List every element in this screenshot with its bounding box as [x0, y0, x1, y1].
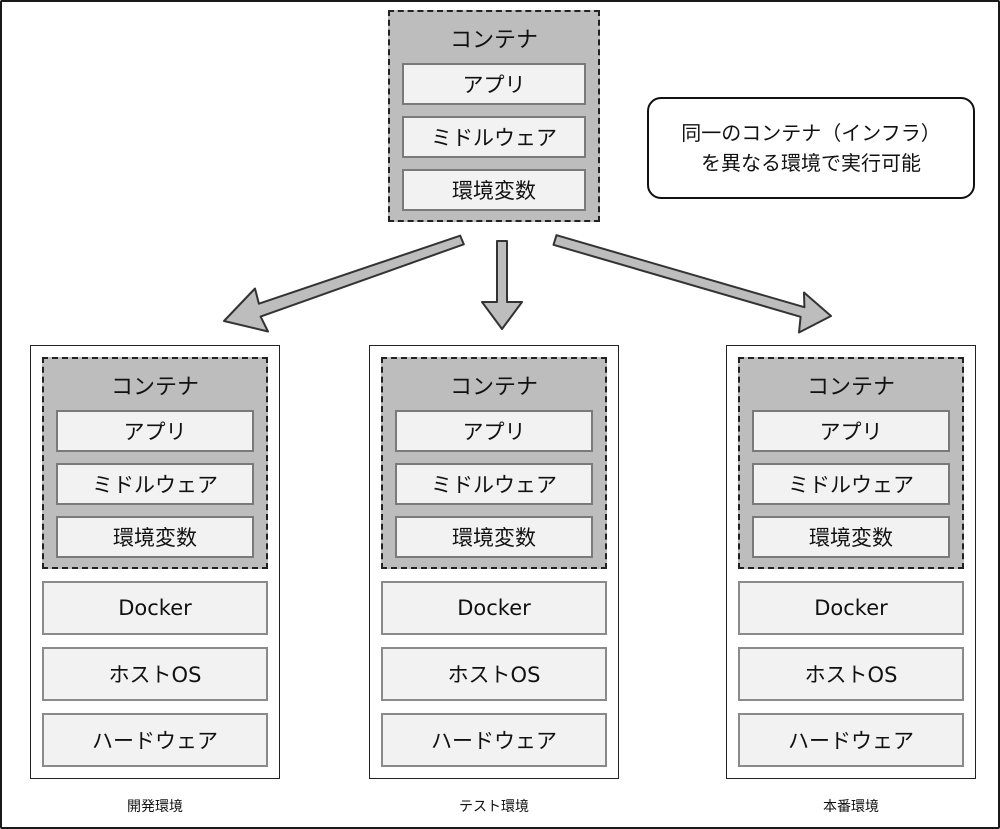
prod-layer-middleware: ミドルウェア: [752, 463, 950, 505]
env-label-test: テスト環境: [459, 799, 529, 815]
note-line-2: を異なる環境で実行可能: [701, 151, 921, 175]
dev-host-docker: Docker: [42, 581, 268, 635]
arrow-to-prod: [552, 234, 832, 334]
dev-layer-env-vars: 環境変数: [56, 516, 254, 558]
prod-host-os: ホストOS: [738, 647, 964, 701]
arrow-to-dev: [223, 234, 465, 333]
test-layer-env-vars: 環境変数: [395, 516, 593, 558]
dev-layer-middleware: ミドルウェア: [56, 463, 254, 505]
prod-layer-env-vars: 環境変数: [752, 516, 950, 558]
env-label-prod: 本番環境: [823, 799, 879, 815]
arrow-to-test: [481, 240, 523, 330]
test-container: コンテナ アプリ ミドルウェア 環境変数: [381, 357, 607, 569]
dev-host-os: ホストOS: [42, 647, 268, 701]
source-layer-env-vars: 環境変数: [402, 169, 586, 211]
prod-host-hardware: ハードウェア: [738, 713, 964, 767]
dev-host-hardware: ハードウェア: [42, 713, 268, 767]
note-callout: 同一のコンテナ（インフラ） を異なる環境で実行可能: [647, 97, 975, 199]
dev-layer-app: アプリ: [56, 410, 254, 452]
test-host-docker: Docker: [381, 581, 607, 635]
prod-container: コンテナ アプリ ミドルウェア 環境変数: [738, 357, 964, 569]
prod-layer-app: アプリ: [752, 410, 950, 452]
env-label-dev: 開発環境: [127, 799, 183, 815]
test-host-hardware: ハードウェア: [381, 713, 607, 767]
prod-host-docker: Docker: [738, 581, 964, 635]
source-container: コンテナ アプリ ミドルウェア 環境変数: [388, 10, 600, 222]
test-layer-app: アプリ: [395, 410, 593, 452]
test-host-os: ホストOS: [381, 647, 607, 701]
dev-container: コンテナ アプリ ミドルウェア 環境変数: [42, 357, 268, 569]
dev-container-title: コンテナ: [110, 375, 199, 400]
note-line-1: 同一のコンテナ（インフラ）: [681, 121, 941, 145]
prod-container-title: コンテナ: [806, 375, 895, 400]
source-container-title: コンテナ: [449, 28, 538, 53]
test-container-title: コンテナ: [449, 375, 538, 400]
test-layer-middleware: ミドルウェア: [395, 463, 593, 505]
source-layer-app: アプリ: [402, 63, 586, 105]
arrows-layer: [223, 234, 832, 334]
source-layer-middleware: ミドルウェア: [402, 116, 586, 158]
